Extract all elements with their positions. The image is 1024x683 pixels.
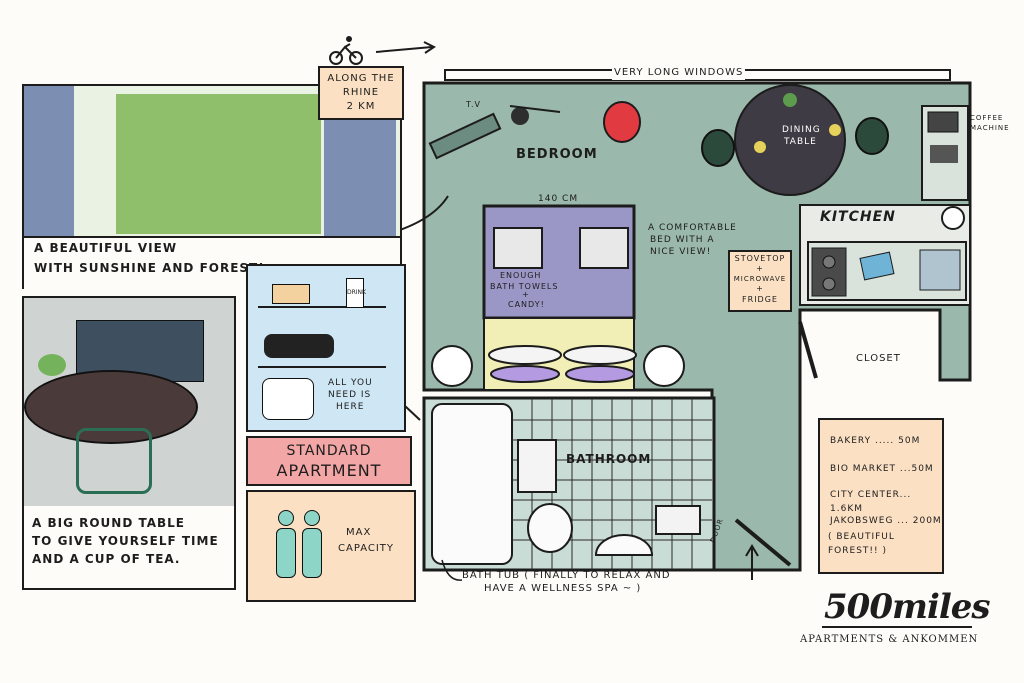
person-icon xyxy=(276,510,296,578)
appliances-label: STOVETOP + MICROWAVE + FRIDGE xyxy=(728,250,792,312)
standard-line1: STANDARD xyxy=(286,443,372,459)
towels-line4: CANDY! xyxy=(508,300,545,309)
bed-note-line3: NICE VIEW! xyxy=(650,247,712,257)
shelf-caption-line2: NEED IS xyxy=(328,390,372,400)
tissue-box xyxy=(272,284,310,304)
distance-jakobsweg: JAKOBSWEG ... 200M xyxy=(830,516,942,526)
appliances-line2: + xyxy=(756,264,764,273)
route-line2: RHINE xyxy=(342,87,380,98)
bathtub-shape xyxy=(431,403,513,565)
distance-city-center: CITY CENTER... 1.6KM xyxy=(830,490,912,514)
table-caption-line2: TO GIVE YOURSELF TIME xyxy=(32,534,219,548)
round-table-shape xyxy=(24,370,198,444)
dining-label-line2: TABLE xyxy=(784,137,817,147)
standard-line2: APARTMENT xyxy=(276,461,382,480)
capacity-panel: MAX CAPACITY xyxy=(246,490,416,602)
view-caption-line1: A BEAUTIFUL VIEW xyxy=(34,241,178,255)
brand-tagline: APARTMENTS & ANKOMMEN xyxy=(800,634,979,645)
hair-dryer xyxy=(264,334,334,358)
windows-label: VERY LONG WINDOWS xyxy=(612,66,746,80)
distances-panel: BAKERY ..... 50M BIO MARKET ...50M CITY … xyxy=(818,418,944,574)
route-line3: 2 KM xyxy=(346,101,376,112)
bedroom-label: BEDROOM xyxy=(516,147,598,162)
shelf-caption-line1: ALL YOU xyxy=(328,378,373,388)
appliances-line5: FRIDGE xyxy=(742,295,778,304)
bathtub-line1: BATH TUB ( FINALLY TO RELAX AND xyxy=(462,570,671,581)
view-caption-line2: WITH SUNSHINE AND FOREST! xyxy=(34,261,265,275)
bicycle-icon xyxy=(329,36,363,65)
tv-label: T.V xyxy=(466,100,481,109)
person-icon xyxy=(302,510,322,578)
shelf-panel: DRINK ALL YOU NEED IS HERE xyxy=(246,264,406,432)
toilet-shape xyxy=(527,503,573,553)
bed-note-line2: BED WITH A xyxy=(650,235,715,245)
distance-bakery: BAKERY ..... 50M xyxy=(830,436,921,446)
closet-label: CLOSET xyxy=(856,353,901,364)
shelf-caption-line3: HERE xyxy=(336,402,365,412)
forest-scene xyxy=(116,94,321,234)
route-label: ALONG THE RHINE 2 KM xyxy=(318,66,404,120)
coffee-label-line1: COFFEE xyxy=(970,114,1004,122)
round-table-panel: A BIG ROUND TABLE TO GIVE YOURSELF TIME … xyxy=(22,296,236,590)
bed-size-label: 140 CM xyxy=(538,194,579,204)
bed-note-line1: A COMFORTABLE xyxy=(648,223,737,233)
route-line1: ALONG THE xyxy=(327,73,395,84)
appliances-line1: STOVETOP xyxy=(734,254,786,263)
towels-line3: + xyxy=(522,290,530,299)
drink-bottle: DRINK xyxy=(346,278,366,308)
coffee-label-line2: MACHINE xyxy=(970,124,1010,132)
appliances-line4: + xyxy=(756,284,764,293)
table-caption-line1: A BIG ROUND TABLE xyxy=(32,516,186,530)
bathtub-line2: HAVE A WELLNESS SPA ~ ) xyxy=(484,583,642,594)
plant-icon xyxy=(38,354,66,376)
dining-label-line1: DINING xyxy=(782,125,821,135)
appliances-line3: MICROWAVE xyxy=(733,275,787,283)
towels-line2: BATH TOWELS xyxy=(490,282,559,291)
capacity-line1: MAX xyxy=(346,527,372,538)
tv-shape xyxy=(428,112,502,160)
table-caption-line3: AND A CUP OF TEA. xyxy=(32,552,181,566)
brand-logo: 500miles xyxy=(824,587,991,627)
capacity-line2: CAPACITY xyxy=(338,543,395,554)
kitchen-label: KITCHEN xyxy=(820,209,896,225)
toilet-paper xyxy=(262,378,314,420)
distance-forest-note: ( BEAUTIFUL FOREST!! ) xyxy=(828,532,895,556)
dining-table-shape xyxy=(734,84,846,196)
bathroom-label: BATHROOM xyxy=(566,452,652,466)
brand-underline xyxy=(822,626,972,628)
standard-apartment-label: STANDARD APARTMENT xyxy=(246,436,412,486)
towels-line1: ENOUGH xyxy=(500,271,542,280)
armchair xyxy=(603,101,641,143)
chair-shape xyxy=(76,428,152,494)
distance-bio-market: BIO MARKET ...50M xyxy=(830,464,934,474)
